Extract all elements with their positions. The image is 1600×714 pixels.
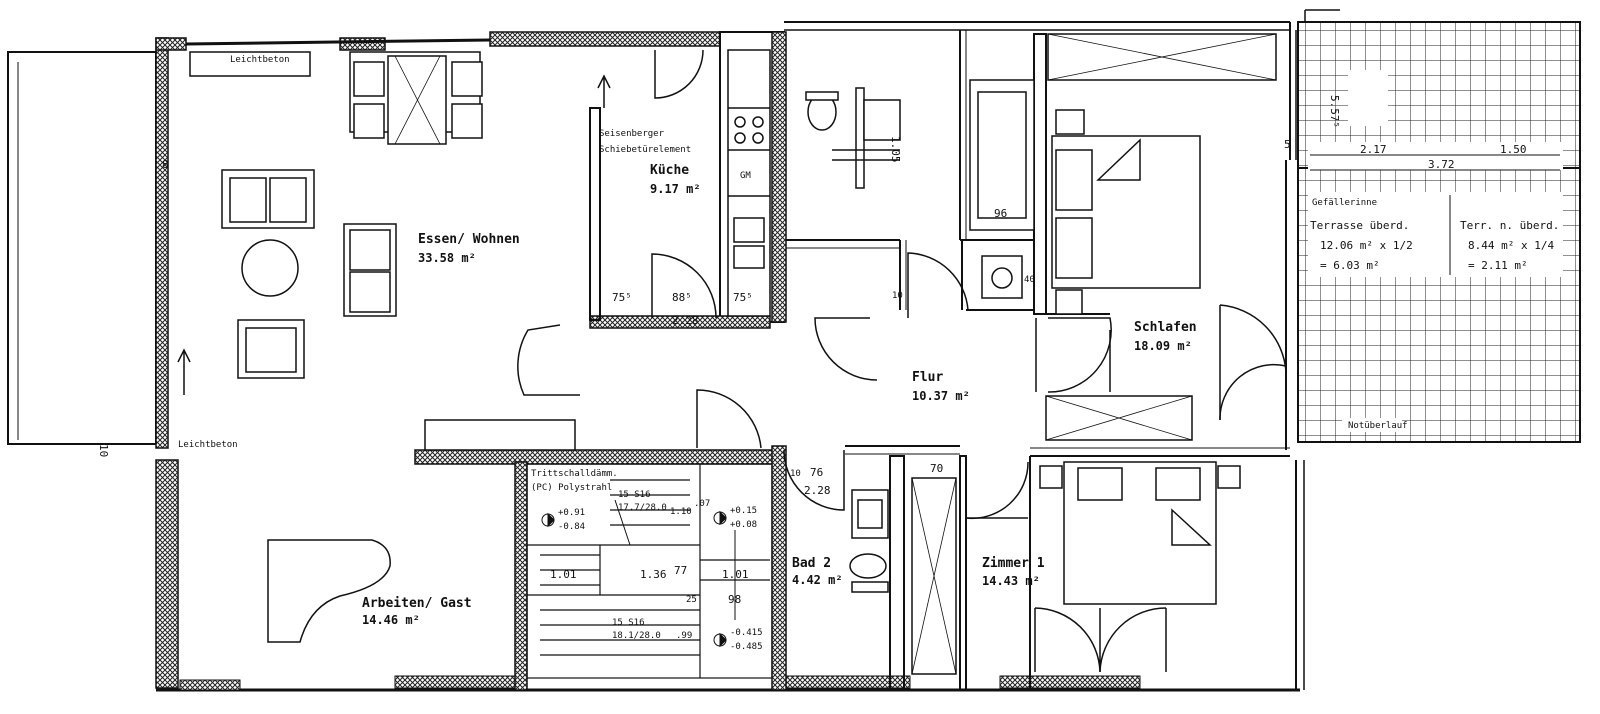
armchair-right [343,223,397,317]
staircase [526,463,773,679]
leichtbeton-block [189,51,311,77]
dim-76: 76 [810,466,823,479]
room-label-flur: Flur [912,370,943,385]
room-area-schlafen: 18.09 m² [1134,339,1192,353]
room-label-essen: Essen/ Wohnen [418,232,520,247]
terrace-right-header: Terr. n. überd. [1460,219,1559,232]
seisenberger-line1: Seisenberger [599,129,665,139]
room-label-schlafen: Schlafen [1134,320,1197,335]
shaft [911,477,957,675]
double-bed [1051,109,1201,315]
dim-228a: 2.28 [672,314,699,327]
room-label-zimmer1: Zimmer 1 [982,556,1045,571]
room-label-bad2: Bad 2 [792,556,831,571]
stair-top-label2: 17.7/28.0 [618,503,667,513]
dim-10b: 10 [892,291,903,301]
notueberlauf-note: Notüberlauf [1348,421,1408,431]
leichtbeton-top-note: Leichtbeton [230,55,290,65]
level-3b: -0.485 [730,642,763,652]
dining-table [349,51,483,145]
level-1a: +0.91 [558,508,585,518]
dim-372: 3.72 [1428,158,1455,171]
dim-557: 5.57⁵ [1328,95,1341,128]
level-1b: -0.84 [558,522,585,532]
room-label-arbeiten: Arbeiten/ Gast [362,596,472,611]
dim-10c: 10 [790,469,801,479]
kitchen-counter [727,49,771,317]
round-coffee-table [241,239,299,297]
level-markers [541,510,727,648]
level-2b: +0.08 [730,520,757,530]
doors [517,49,1287,673]
dim-217: 2.17 [1360,143,1387,156]
trittschall-line1: Trittschalldämm. [531,469,618,479]
wardrobe-top [1047,33,1277,81]
dim-98: 98 [728,593,741,606]
washbasin-top [981,255,1023,299]
room-label-kueche: Küche [650,163,689,178]
gm-label: GM [740,171,751,181]
room-area-kueche: 9.17 m² [650,182,701,196]
dim-755a: 75⁵ [612,291,632,304]
wardrobe-bottom [1045,395,1193,441]
dim-77: 77 [674,564,687,577]
outer-walls [155,9,1340,692]
dim-136: 1.36 [640,568,667,581]
dim-885: 88⁵ [672,291,692,304]
room-area-flur: 10.37 m² [912,389,970,403]
dim-96: 96 [994,207,1007,220]
dim-110: 1.10 [670,507,692,517]
left-balcony [7,51,157,445]
bathtub [969,79,1035,231]
terrace-left-calc1: 12.06 m² x 1/2 [1320,239,1413,252]
dim-105: 1.05 [889,136,902,163]
level-2a: +0.15 [730,506,757,516]
dim-25: 25 [686,595,697,605]
armchair-lower [237,319,305,379]
trittschall-line2: (PC) Polystrahl [531,483,612,493]
terrace-right-calc1: 8.44 m² x 1/4 [1468,239,1554,252]
dim-755b: 75⁵ [733,291,753,304]
dim-228b: 2.28 [804,484,831,497]
leichtbeton-left-note: Leichtbeton [178,440,238,450]
dim-70: 70 [930,462,943,475]
dim-101a: 1.01 [550,568,577,581]
seisenberger-line2: Schiebetürelement [599,145,691,155]
terrace-area [1297,21,1581,443]
room-area-bad2: 4.42 m² [792,573,843,587]
dim-101b: 1.01 [722,568,749,581]
stair-bottom-label: 15 S16 [612,618,645,628]
terrace-left-header: Terrasse überd. [1310,219,1409,232]
sideboard [424,419,576,451]
terrace-right-calc2: = 2.11 m² [1468,259,1528,272]
dim-40: 40 [1024,275,1035,285]
stair-bottom-label2: 18.1/28.0 [612,631,661,641]
gefaelle-note: Gefällerinne [1312,198,1377,208]
desk [267,539,391,643]
room-area-arbeiten: 14.46 m² [362,613,420,627]
level-3a: -0.415 [730,628,763,638]
dim-10a: 10 [97,444,110,457]
room-area-zimmer1: 14.43 m² [982,574,1040,588]
dim-150: 1.50 [1500,143,1527,156]
terrace-left-calc2: = 6.03 m² [1320,259,1380,272]
sofa [221,169,315,229]
dim-07: .07 [694,499,710,509]
dim-99: .99 [676,631,692,641]
bed-zimmer1 [1039,461,1241,605]
dim-5: 5 [1284,138,1291,151]
stair-top-label: 15 S16 [618,490,651,500]
bad2-fixtures [849,489,889,593]
section-arrows [177,74,611,395]
dim-8: 8 [162,158,169,171]
room-area-essen: 33.58 m² [418,251,476,265]
wc-top [805,87,901,189]
